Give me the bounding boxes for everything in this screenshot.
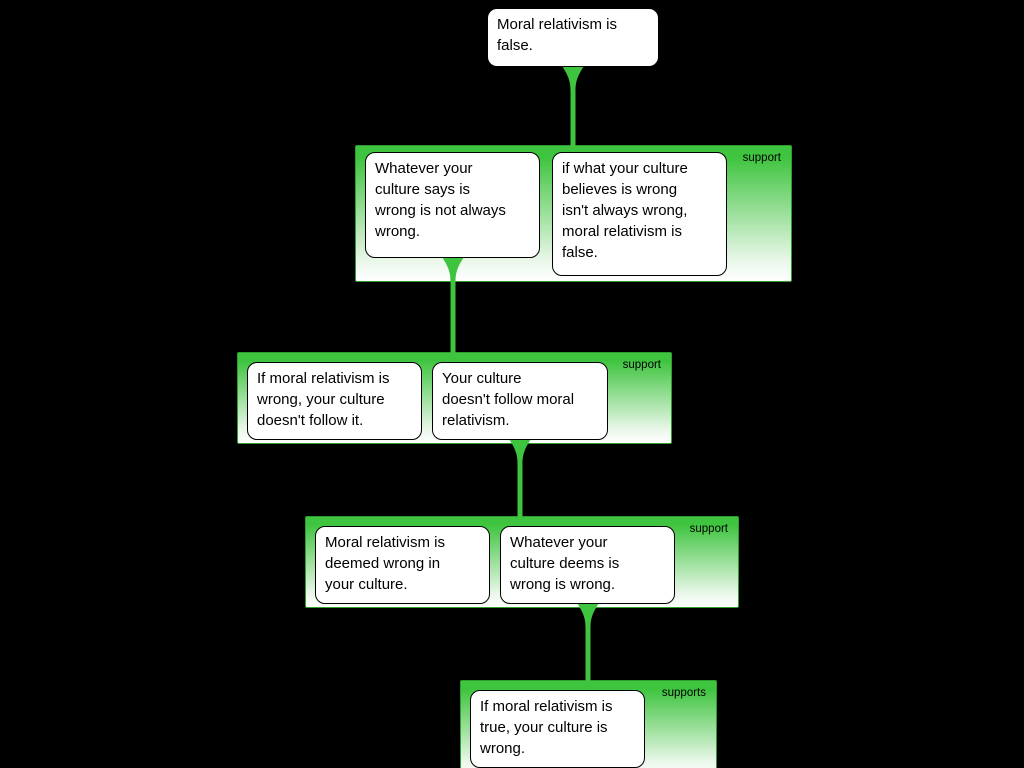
support-connector-shape: [509, 439, 531, 517]
claim-text: if what your culture believes is wrong i…: [562, 160, 688, 261]
claim-node-root[interactable]: Moral relativism is false.: [487, 8, 659, 67]
claim-text: If moral relativism is wrong, your cultu…: [257, 370, 390, 429]
support-connector: [562, 66, 584, 146]
support-connector-shape: [442, 257, 464, 353]
support-connector-shape: [562, 66, 584, 146]
claim-node[interactable]: Your culture doesn't follow moral relati…: [432, 362, 608, 440]
claim-text: Your culture doesn't follow moral relati…: [442, 370, 575, 429]
support-connector: [509, 439, 531, 517]
group-label: support: [622, 359, 661, 371]
claim-node[interactable]: if what your culture believes is wrong i…: [552, 152, 727, 276]
group-label: support: [689, 523, 728, 535]
support-connector-shape: [577, 603, 599, 681]
claim-text: Moral relativism is deemed wrong in your…: [325, 534, 446, 593]
claim-node[interactable]: Whatever your culture deems is wrong is …: [500, 526, 675, 604]
support-connector: [577, 603, 599, 681]
claim-node[interactable]: If moral relativism is wrong, your cultu…: [247, 362, 422, 440]
claim-text: Whatever your culture deems is wrong is …: [510, 534, 620, 593]
claim-text: Whatever your culture says is wrong is n…: [375, 160, 506, 240]
claim-text: Moral relativism is false.: [497, 16, 618, 54]
claim-node[interactable]: Moral relativism is deemed wrong in your…: [315, 526, 490, 604]
support-connector: [442, 257, 464, 353]
group-label: supports: [661, 687, 706, 699]
group-label: support: [742, 152, 781, 164]
claim-node[interactable]: Whatever your culture says is wrong is n…: [365, 152, 540, 258]
claim-text: If moral relativism is true, your cultur…: [480, 698, 613, 757]
claim-node[interactable]: If moral relativism is true, your cultur…: [470, 690, 645, 768]
